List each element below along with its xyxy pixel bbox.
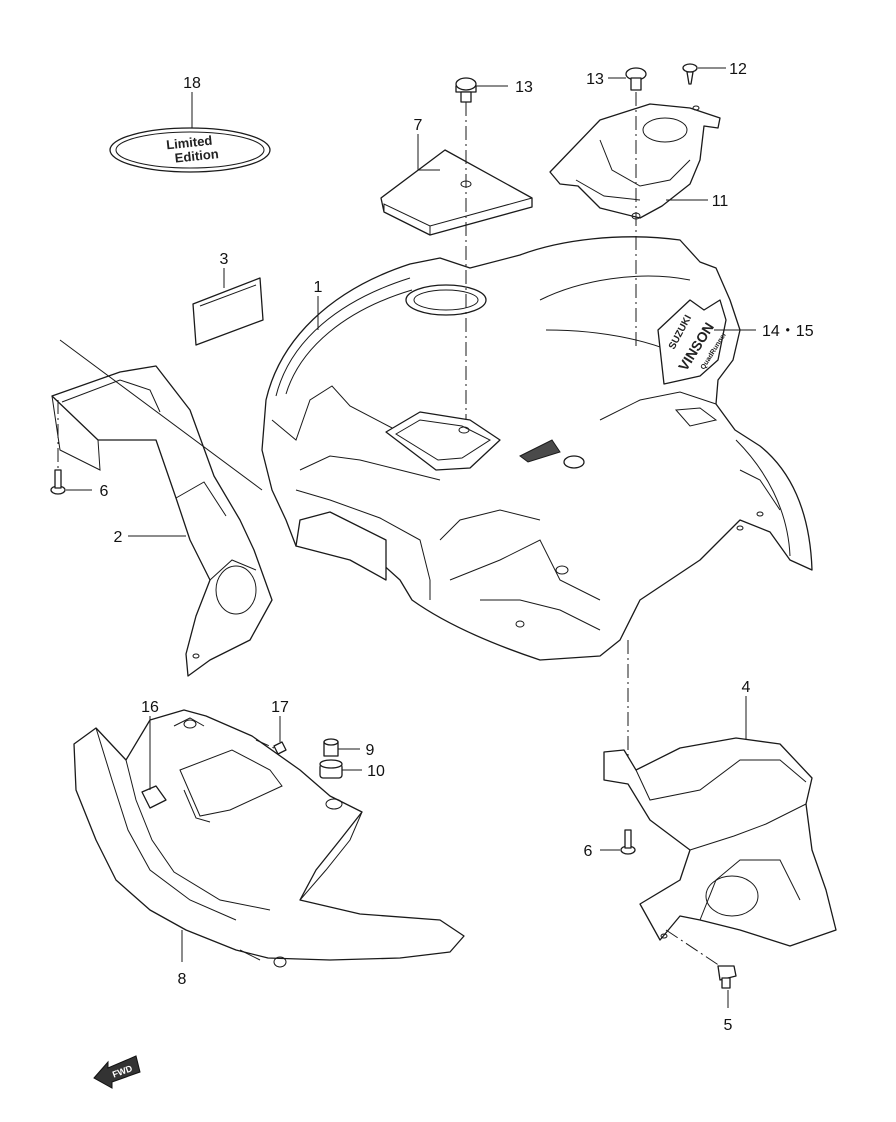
callout-8: 8 [178, 971, 187, 988]
assembly-line-1 [59, 339, 263, 491]
callout-5: 5 [724, 1017, 733, 1034]
bolt-5 [717, 965, 737, 989]
callout-13-left: 13 [515, 79, 533, 96]
decal-sheet [192, 277, 264, 346]
callout-14-15: 14・15 [762, 323, 814, 340]
push-rivet-13b [625, 67, 647, 91]
front-fender [261, 236, 813, 661]
leader-7 [417, 134, 440, 171]
callout-1: 1 [314, 279, 323, 296]
screw-12 [682, 63, 698, 85]
collar-9 [323, 738, 339, 757]
callout-2: 2 [114, 529, 123, 546]
front-bumper-cover [73, 709, 465, 968]
assembly-line-17 [255, 739, 275, 749]
callout-10: 10 [367, 763, 385, 780]
instrument-cover [549, 103, 721, 220]
grommet-10 [319, 759, 343, 779]
vinson-decal: SUZUKI VINSON QuadRunner [657, 299, 728, 385]
emblem-line1: Limited [165, 133, 213, 153]
limited-edition-emblem: Limited Edition [109, 127, 271, 173]
callout-3: 3 [220, 251, 229, 268]
callout-11: 11 [712, 193, 729, 210]
callout-4: 4 [742, 679, 751, 696]
screw-6a [50, 469, 66, 495]
left-mud-guard [51, 365, 273, 677]
callout-16: 16 [141, 699, 159, 716]
screw-6b [620, 829, 636, 855]
right-mud-guard [603, 737, 837, 947]
callout-7: 7 [414, 117, 423, 134]
callout-17: 17 [271, 699, 289, 716]
callout-6-left: 6 [100, 483, 109, 500]
callout-6-right: 6 [584, 843, 593, 860]
callout-12: 12 [729, 61, 747, 78]
callout-13-right: 13 [586, 71, 604, 88]
callout-18: 18 [183, 75, 201, 92]
nut-17 [273, 741, 287, 755]
emblem-line2: Edition [174, 146, 219, 166]
cover-plate [380, 149, 533, 236]
fwd-arrow-icon: FWD [93, 1055, 141, 1089]
assembly-line-5 [665, 929, 721, 967]
callout-9: 9 [366, 742, 375, 759]
push-rivet-13a [455, 77, 477, 103]
